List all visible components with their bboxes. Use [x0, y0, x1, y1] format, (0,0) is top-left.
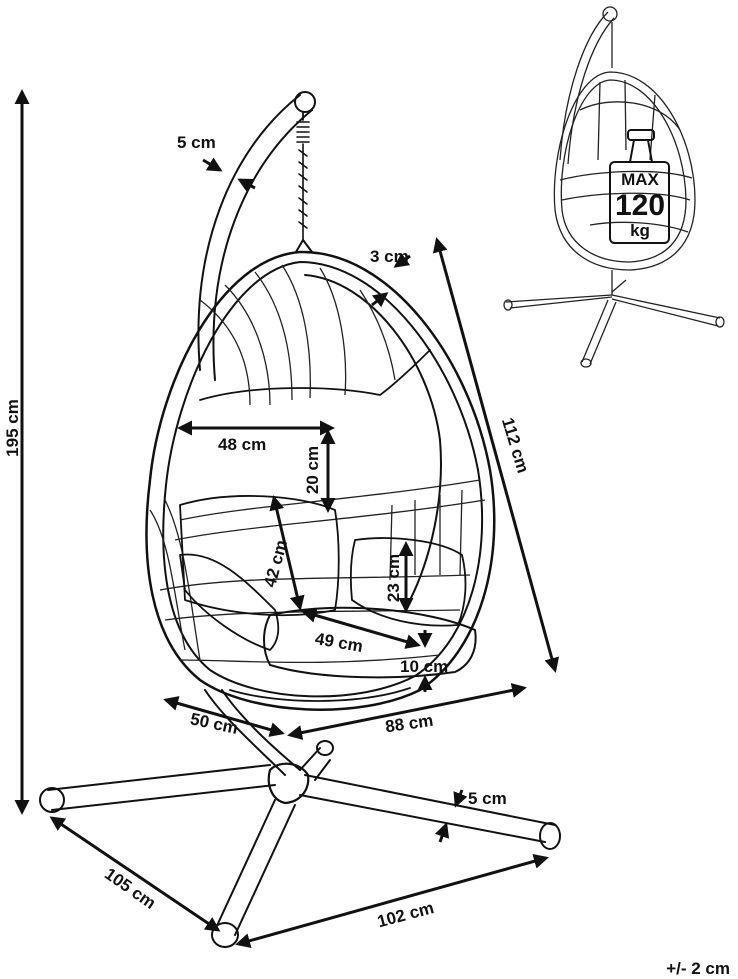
seat-cushion-label: 10 cm: [400, 657, 448, 676]
hanging-chair-illustration: [39, 91, 561, 948]
seat-depth-label: 49 cm: [314, 629, 365, 656]
load-capacity-sketch: MAX 120 kg: [503, 6, 725, 368]
badge-unit-text: kg: [630, 221, 650, 240]
back-height-label: 42 cm: [260, 538, 291, 589]
basket-depth-label: 50 cm: [189, 709, 240, 738]
badge-max-text: MAX: [621, 170, 659, 189]
top-cushion-label: 20 cm: [303, 446, 322, 494]
badge-weight-number: 120: [615, 189, 665, 222]
small-cushion-label: 23 cm: [384, 554, 403, 602]
dimension-lines: [14, 89, 560, 948]
pole-thickness-label: 5 cm: [177, 133, 216, 152]
base-tube-label: 5 cm: [468, 789, 507, 808]
opening-width-label: 48 cm: [218, 435, 266, 454]
basket-height-label: 112 cm: [498, 415, 533, 475]
basket-rim-label: 3 cm: [370, 247, 409, 266]
total-height-label: 195 cm: [3, 399, 22, 457]
tolerance-label: +/- 2 cm: [666, 959, 730, 978]
